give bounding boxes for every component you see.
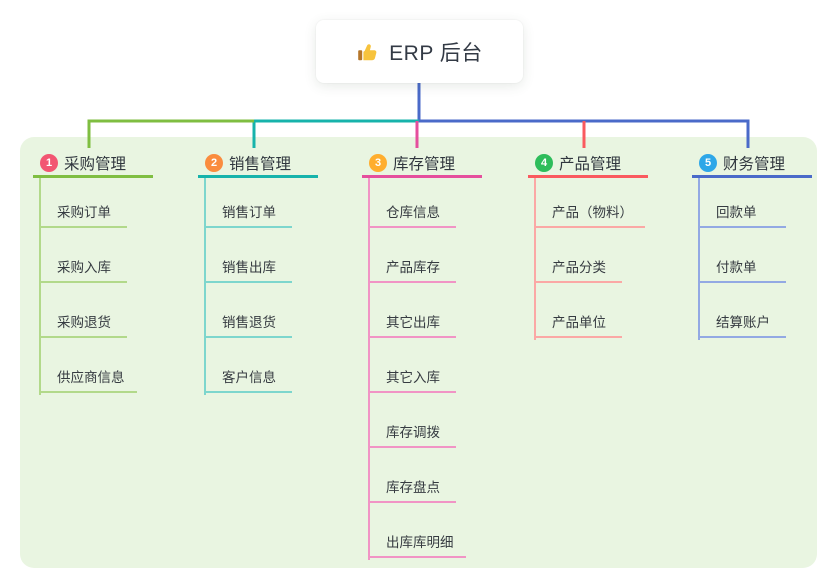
topic-node-4[interactable]: 4 产品管理 — [528, 150, 648, 178]
child-node-label: 付款单 — [716, 260, 757, 275]
topic-label-3: 库存管理 — [393, 155, 456, 173]
branch-number-badge-3: 3 — [369, 153, 387, 172]
child-node[interactable]: 供应商信息 — [39, 367, 137, 393]
branch-number-badge-2: 2 — [205, 153, 223, 172]
child-node[interactable]: 销售订单 — [204, 202, 292, 228]
child-node-label: 库存调拨 — [386, 425, 440, 440]
child-node[interactable]: 客户信息 — [204, 367, 292, 393]
child-node[interactable]: 采购订单 — [39, 202, 127, 228]
child-node[interactable]: 产品分类 — [534, 257, 622, 283]
topic-label-1: 采购管理 — [64, 155, 127, 173]
thumbs-up-icon — [358, 43, 377, 60]
child-node[interactable]: 产品单位 — [534, 312, 622, 338]
topic-label-5: 财务管理 — [723, 155, 786, 173]
child-node-label: 采购退货 — [57, 315, 111, 330]
child-node-label: 采购订单 — [57, 205, 111, 220]
child-node-label: 产品（物料） — [552, 205, 633, 220]
child-node-label: 产品分类 — [552, 260, 606, 275]
child-node-label: 库存盘点 — [386, 480, 440, 495]
child-node[interactable]: 结算账户 — [698, 312, 786, 338]
child-node[interactable]: 产品（物料） — [534, 202, 645, 228]
topic-node-1[interactable]: 1 采购管理 — [33, 150, 153, 178]
child-node[interactable]: 库存盘点 — [368, 477, 456, 503]
child-node-label: 其它出库 — [386, 315, 440, 330]
child-node-label: 销售退货 — [222, 315, 276, 330]
child-node[interactable]: 采购退货 — [39, 312, 127, 338]
child-node-label: 其它入库 — [386, 370, 440, 385]
child-node-label: 回款单 — [716, 205, 757, 220]
child-node[interactable]: 回款单 — [698, 202, 786, 228]
child-node[interactable]: 出库库明细 — [368, 532, 466, 558]
child-node-label: 出库库明细 — [386, 535, 454, 550]
child-node[interactable]: 产品库存 — [368, 257, 456, 283]
topic-node-2[interactable]: 2 销售管理 — [198, 150, 318, 178]
child-node-label: 客户信息 — [222, 370, 276, 385]
child-node[interactable]: 仓库信息 — [368, 202, 456, 228]
child-node-label: 采购入库 — [57, 260, 111, 275]
topic-label-4: 产品管理 — [559, 155, 622, 173]
branch-number-badge-4: 4 — [535, 153, 553, 172]
child-node-label: 销售订单 — [222, 205, 276, 220]
child-node-label: 产品库存 — [386, 260, 440, 275]
child-node-label: 产品单位 — [552, 315, 606, 330]
child-node[interactable]: 付款单 — [698, 257, 786, 283]
child-node[interactable]: 其它出库 — [368, 312, 456, 338]
child-node[interactable]: 销售出库 — [204, 257, 292, 283]
child-node[interactable]: 销售退货 — [204, 312, 292, 338]
child-node-label: 供应商信息 — [57, 370, 125, 385]
topic-label-2: 销售管理 — [229, 155, 292, 173]
branches-panel — [20, 137, 817, 568]
root-node[interactable]: ERP 后台 — [316, 20, 523, 83]
root-title: ERP 后台 — [389, 41, 483, 65]
topic-node-5[interactable]: 5 财务管理 — [692, 150, 812, 178]
child-node[interactable]: 其它入库 — [368, 367, 456, 393]
child-node-label: 仓库信息 — [386, 205, 440, 220]
child-node-label: 销售出库 — [222, 260, 276, 275]
topic-node-3[interactable]: 3 库存管理 — [362, 150, 482, 178]
child-node-label: 结算账户 — [716, 315, 770, 330]
child-node[interactable]: 采购入库 — [39, 257, 127, 283]
child-node[interactable]: 库存调拨 — [368, 422, 456, 448]
branch-number-badge-1: 1 — [40, 153, 58, 172]
branch-number-badge-5: 5 — [699, 153, 717, 172]
